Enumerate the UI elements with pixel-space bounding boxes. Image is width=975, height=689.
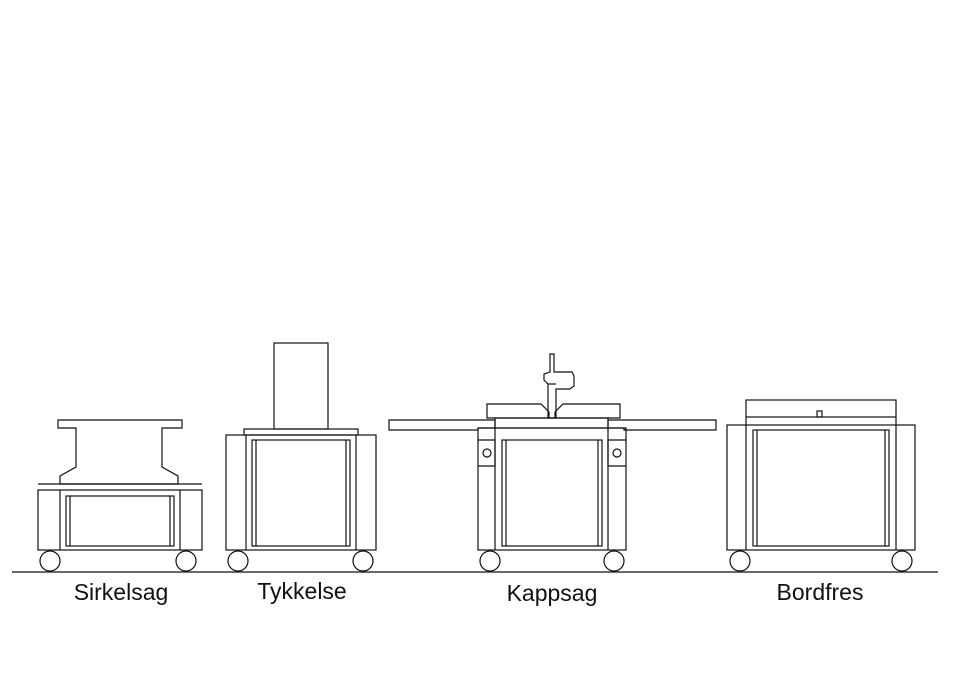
tykkelse-wheel-left [227, 550, 249, 572]
kappsag-wheel-right [603, 550, 625, 572]
kappsag-hinge-left [482, 448, 492, 458]
tykkelse-cabinet [225, 434, 377, 551]
sirkelsag-saw-body [57, 419, 183, 485]
sirkelsag-label: Sirkelsag [74, 579, 169, 605]
kappsag-label: Kappsag [507, 580, 598, 606]
sirkelsag-cart: Sirkelsag [37, 419, 203, 605]
tykkelse-planer-head [273, 342, 329, 430]
bordfres-cart: Bordfres [726, 399, 916, 605]
sirkelsag-wheel-left [39, 550, 61, 572]
bordfres-table-top [745, 399, 897, 418]
kappsag-wheel-left [479, 550, 501, 572]
bordfres-cabinet [726, 424, 916, 551]
kappsag-cabinet [477, 427, 627, 551]
kappsag-cart: Kappsag [388, 353, 717, 606]
kappsag-hinge-right [612, 448, 622, 458]
kappsag-saw-base [486, 403, 621, 419]
bordfres-router-bit [816, 410, 823, 418]
bordfres-label: Bordfres [777, 579, 864, 605]
sirkelsag-cabinet [37, 489, 203, 551]
tykkelse-wheel-right [352, 550, 374, 572]
tykkelse-cart: Tykkelse [225, 342, 377, 604]
bordfres-wheel-left [729, 550, 751, 572]
kappsag-saw-arm [543, 353, 575, 419]
bordfres-wheel-right [891, 550, 913, 572]
tykkelse-label: Tykkelse [257, 578, 346, 604]
sirkelsag-wheel-right [175, 550, 197, 572]
